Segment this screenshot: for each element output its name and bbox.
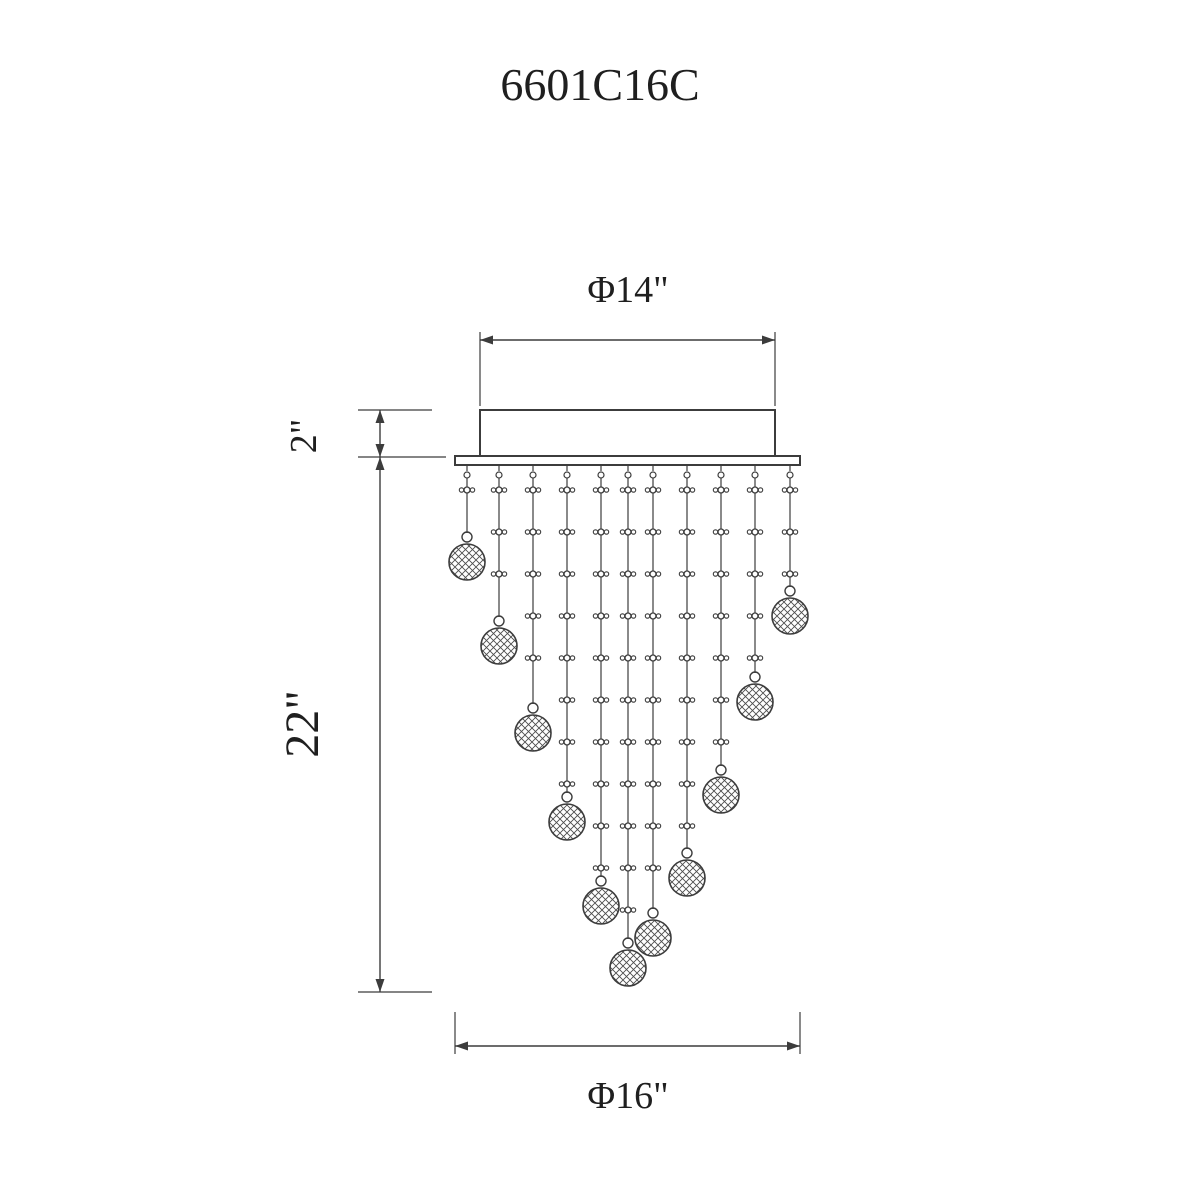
chandelier-fixture <box>448 409 809 987</box>
model-number: 6601C16C <box>500 59 699 110</box>
canopy-height-label: 2" <box>283 419 325 454</box>
dimension-annotations <box>358 332 801 1054</box>
body-height-label: 22" <box>276 690 329 758</box>
top-diameter-label: Φ14" <box>587 269 668 311</box>
bottom-diameter-label: Φ16" <box>587 1075 668 1117</box>
